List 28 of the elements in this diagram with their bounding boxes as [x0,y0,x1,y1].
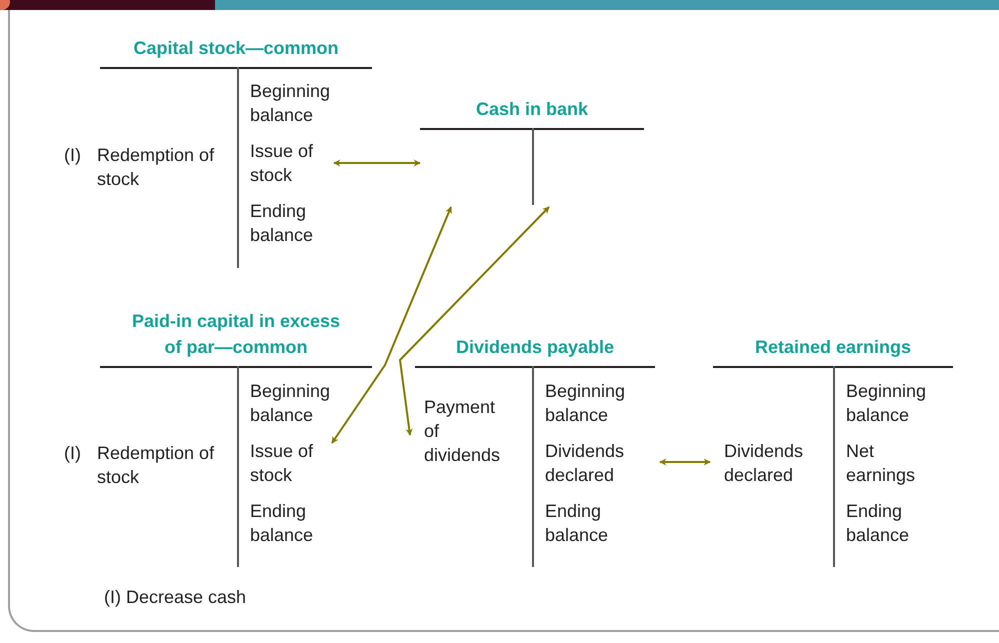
account-title: Capital stock—common [133,37,339,60]
double-arrow [398,206,550,436]
entry-text: Beginning balance [250,79,350,127]
footnote-text: (I) Decrease cash [104,586,246,609]
entry-text: Beginning balance [846,379,946,427]
entry-text: Redemption of stock [97,442,216,489]
account-title: Cash in bank [476,98,588,121]
account-title: Dividends payable [456,336,614,359]
double-arrow [659,458,711,466]
footnote-mark: (I) [64,144,81,167]
entry-text: Ending balance [545,499,645,547]
entry-text: Issue of stock [250,439,332,487]
entry-text: Ending balance [846,499,946,547]
double-arrow [333,160,421,166]
double-arrow [331,206,452,444]
account-title: Paid-in capital in excess of par—common [130,310,342,359]
entry-text: Beginning balance [545,379,645,427]
footnote-mark: (I) [64,442,81,465]
entry-text: Net earnings [846,439,946,487]
entry-text: Beginning balance [250,379,350,427]
entry-text: Dividends declared [724,439,819,487]
entry-text: Dividends declared [545,439,640,487]
entry-text: Payment of dividends [424,395,514,467]
entry-text: Ending balance [250,199,350,247]
account-title: Retained earnings [754,336,912,359]
entry-text: Issue of stock [250,139,332,187]
entry-text: Redemption of stock [97,144,216,191]
entry-text: Ending balance [250,499,350,547]
